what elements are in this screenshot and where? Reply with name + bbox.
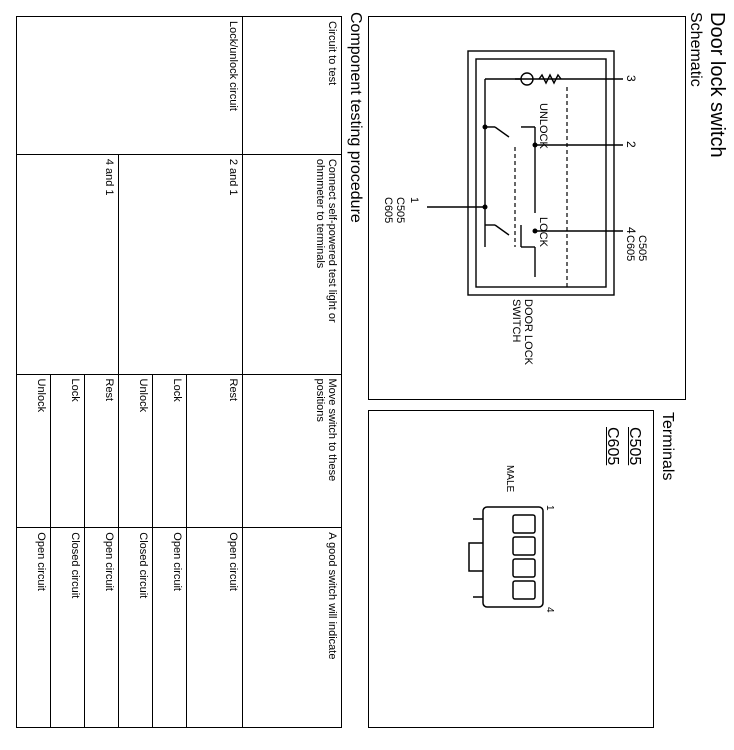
terminals-heading: Terminals	[659, 412, 676, 481]
position-cell: Rest	[84, 374, 119, 528]
result-cell: Open circuit	[16, 527, 51, 728]
resistor-icon	[538, 73, 562, 85]
connector-left-a: C505	[394, 197, 406, 223]
header-connect: Connect self-powered test light or ohmme…	[242, 154, 342, 374]
switch-label-b: SWITCH	[510, 299, 522, 342]
unlock-label: UNLOCK	[537, 103, 549, 150]
result-cell: Open circuit	[186, 527, 243, 728]
header-circuit: Circuit to test	[242, 16, 342, 155]
terminal-2-label: 2	[624, 141, 638, 148]
unlock-switch-blade	[494, 126, 510, 138]
circuit-name-cell: Lock/unlock circuit	[16, 16, 243, 155]
pin-cavity-3	[512, 558, 536, 578]
schematic-heading: Schematic	[687, 12, 704, 87]
procedure-heading: Component testing procedure	[347, 12, 364, 223]
connector-body	[482, 506, 544, 608]
connector-latch	[468, 542, 483, 572]
connector-right-a: C505	[636, 235, 648, 261]
procedure-header-row: Circuit to test Connect self-powered tes…	[242, 16, 342, 728]
switch-housing-outer	[467, 50, 615, 296]
terminal-4-label: 4	[624, 227, 638, 234]
terminals-cell: 2 and 1	[118, 154, 243, 374]
position-cell: Rest	[186, 374, 243, 528]
procedure-table: Circuit to test Connect self-powered tes…	[16, 16, 342, 728]
header-indicate: A good switch will indicate	[242, 527, 342, 728]
table-row: Lock/unlock circuit 2 and 1 Rest Open ci…	[16, 16, 243, 728]
pin-cavity-4	[512, 580, 536, 600]
position-cell: Lock	[50, 374, 85, 528]
result-cell: Closed circuit	[118, 527, 153, 728]
position-cell: Unlock	[16, 374, 51, 528]
pin-first-label: 1	[544, 505, 555, 511]
terminals-cell: 4 and 1	[16, 154, 119, 374]
terminal-1-label: 1	[408, 197, 420, 203]
position-cell: Unlock	[118, 374, 153, 528]
schematic-box: 3 2 4 UNLOCK LOCK 1 C505 C605 C505 C605 …	[368, 16, 686, 400]
result-cell: Open circuit	[152, 527, 187, 728]
connector-right-b: C605	[624, 235, 636, 261]
lock-label: LOCK	[537, 217, 549, 248]
terminal-3-label: 3	[624, 75, 638, 82]
pin-last-label: 4	[544, 607, 555, 613]
connector-face-diagram: 1 4 MALE	[468, 465, 555, 613]
pin-cavity-2	[512, 536, 536, 556]
switch-label-a: DOOR LOCK	[522, 299, 534, 366]
page-title: Door lock switch	[706, 12, 728, 158]
pin-cavity-1	[512, 514, 536, 534]
switch-housing-inner	[475, 58, 607, 288]
result-cell: Closed circuit	[50, 527, 85, 728]
gender-label: MALE	[504, 465, 515, 493]
position-cell: Lock	[152, 374, 187, 528]
schematic-diagram: 3 2 4 UNLOCK LOCK 1 C505 C605 C505 C605 …	[382, 50, 648, 366]
connector-left-b: C605	[382, 197, 394, 223]
terminals-box: C505 C605 1 4 MALE	[368, 410, 654, 728]
result-cell: Open circuit	[84, 527, 119, 728]
lock-switch-blade	[494, 224, 510, 236]
header-move: Move switch to these positions	[242, 374, 342, 528]
